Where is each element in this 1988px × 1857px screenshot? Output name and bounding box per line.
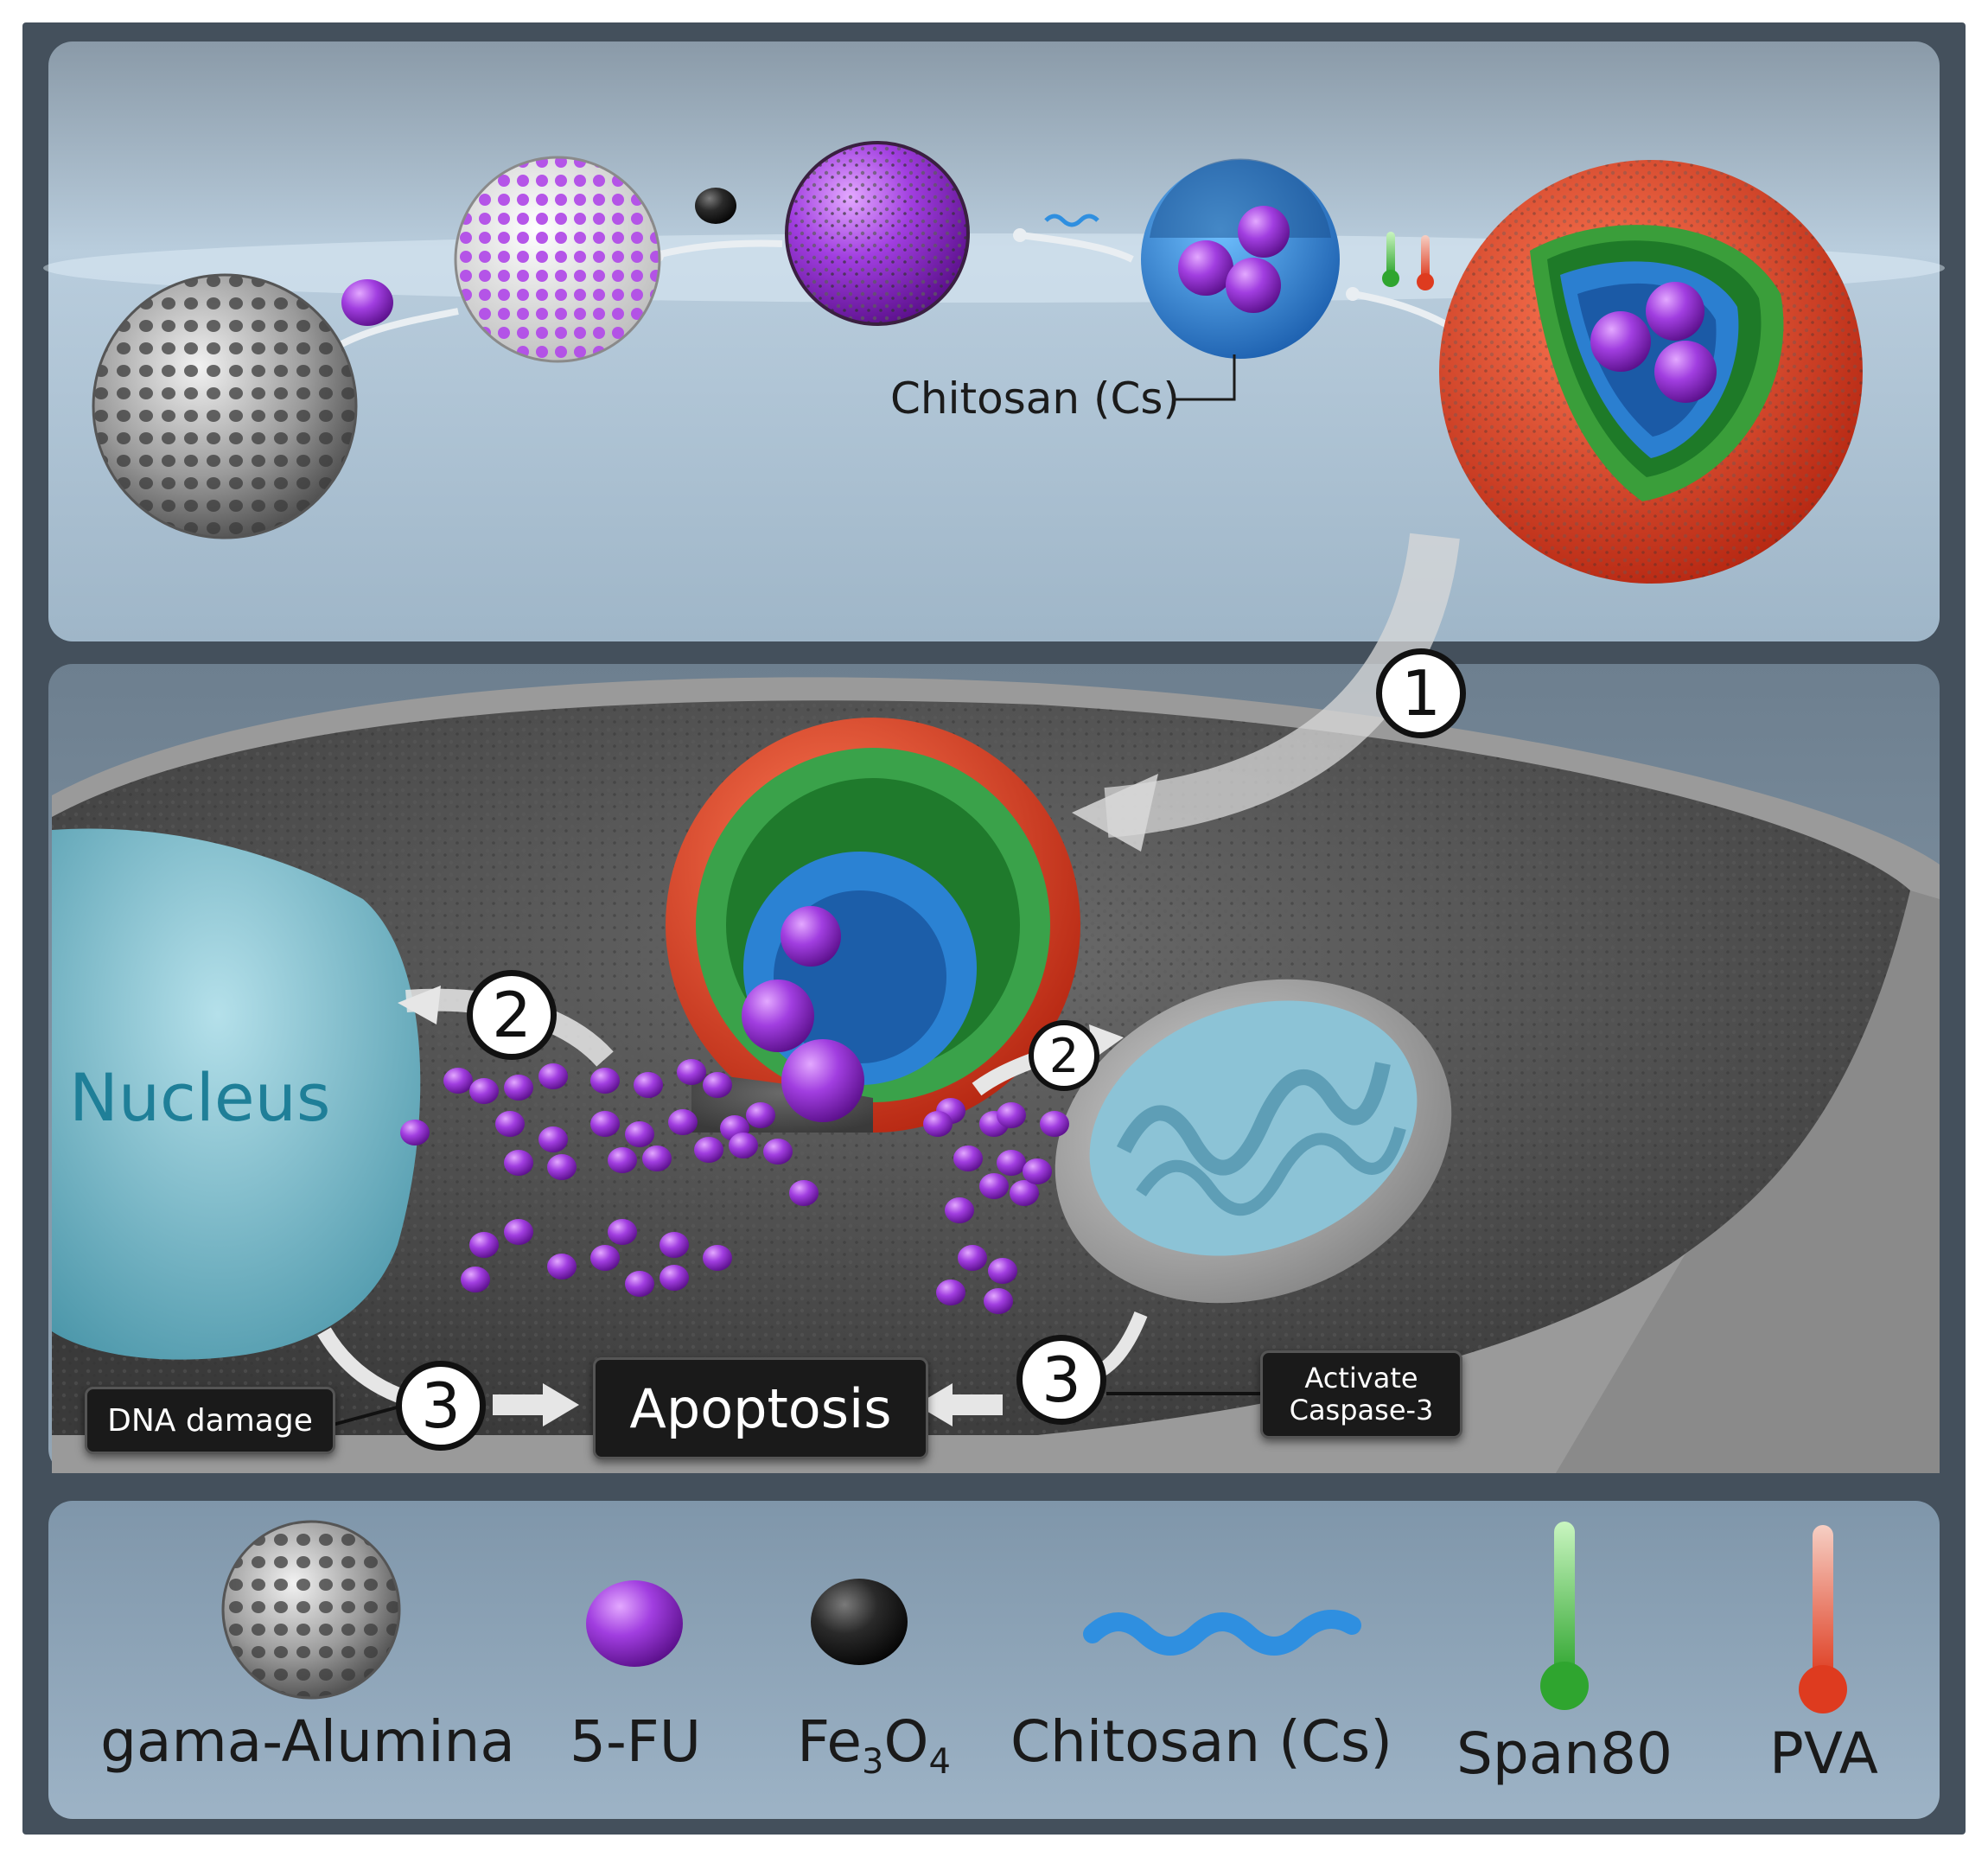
step-1-badge: 1 [1376, 648, 1466, 738]
drug-molecule [1010, 1180, 1039, 1206]
drug-molecule [789, 1180, 819, 1206]
drug-molecule [703, 1245, 732, 1271]
drug-molecule [936, 1279, 965, 1305]
drug-molecule [504, 1150, 533, 1176]
nucleus-label: Nucleus [69, 1059, 331, 1136]
alumina-particle [92, 273, 358, 539]
legend-fe3o4-label: Fe3O4 [774, 1708, 973, 1782]
drug-molecule [547, 1254, 577, 1279]
drug-molecule [703, 1072, 732, 1098]
mitochondrion [1055, 979, 1452, 1304]
caspase-line-2: Caspase-3 [1289, 1394, 1434, 1426]
legend-pva-label: PVA [1769, 1720, 1878, 1787]
legend-alumina-label: gama-Alumina [100, 1708, 515, 1775]
drug-loaded-particle [454, 156, 661, 363]
drug-molecule [979, 1173, 1009, 1199]
uptake-arrow [1104, 533, 1460, 838]
drug-molecule [590, 1111, 620, 1137]
legend-panel [48, 1501, 1940, 1819]
drug-molecule [953, 1145, 983, 1171]
drug-molecule [400, 1120, 430, 1145]
step-2-mito-badge: 2 [1029, 1020, 1099, 1091]
drug-molecule [945, 1197, 974, 1223]
drug-molecule [538, 1063, 568, 1089]
caspase-line-1: Activate [1304, 1362, 1418, 1395]
legend-pva-icon [1799, 1525, 1847, 1713]
dna-damage-box: DNA damage [85, 1387, 335, 1454]
step-3-left-badge: 3 [396, 1361, 486, 1451]
released-drug-molecules [400, 1059, 1069, 1314]
legend-5fu-label: 5-FU [569, 1708, 702, 1775]
chitosan-strand [1044, 214, 1099, 227]
drug-molecule [763, 1139, 793, 1165]
chitosan-callout-line [1176, 354, 1236, 401]
drug-molecule [341, 279, 393, 326]
drug-molecule [504, 1075, 533, 1101]
chitosan-callout: Chitosan (Cs) [890, 373, 1180, 424]
drug-molecule [1023, 1158, 1052, 1184]
drug-molecule [729, 1133, 758, 1158]
drug-molecule [443, 1068, 473, 1094]
step-3-right-badge: 3 [1016, 1335, 1106, 1425]
fe3o4-coated-particle [785, 141, 970, 326]
nucleus [52, 828, 421, 1360]
legend-5fu-icon [586, 1580, 683, 1667]
fe3o4-molecule [695, 188, 736, 224]
drug-molecule [923, 1111, 953, 1137]
caspase-box: Activate Caspase-3 [1260, 1350, 1462, 1439]
drug-molecule [469, 1078, 499, 1104]
drug-molecule [625, 1271, 654, 1297]
niosome-carrier [1439, 160, 1863, 584]
drug-molecule [608, 1219, 637, 1245]
drug-molecule [997, 1102, 1026, 1128]
niosome-in-cell [666, 718, 1080, 1133]
drug-molecule [547, 1154, 577, 1180]
drug-molecule [659, 1232, 689, 1258]
step-2-nucleus-badge: 2 [467, 970, 557, 1060]
drug-molecule [590, 1245, 620, 1271]
legend-o-text: O [883, 1708, 929, 1775]
legend-fe-sub: 3 [862, 1742, 884, 1783]
drug-molecule [504, 1219, 533, 1245]
drug-molecule [608, 1147, 637, 1173]
chitosan-coated-particle [1141, 158, 1340, 359]
legend-alumina-icon [221, 1520, 401, 1700]
drug-molecule [694, 1137, 723, 1163]
drug-molecule [642, 1145, 672, 1171]
drug-molecule [988, 1258, 1017, 1284]
drug-molecule [495, 1111, 525, 1137]
drug-molecule [469, 1232, 499, 1258]
drug-molecule [668, 1109, 698, 1135]
drug-molecule [461, 1267, 490, 1292]
legend-chitosan-icon [1083, 1610, 1361, 1656]
drug-molecule [1040, 1111, 1069, 1137]
legend-o-sub: 4 [928, 1742, 951, 1783]
apoptosis-box: Apoptosis [593, 1357, 928, 1459]
drug-molecule [538, 1126, 568, 1152]
legend-chitosan-label: Chitosan (Cs) [1010, 1708, 1393, 1775]
drug-molecule [997, 1150, 1026, 1176]
drug-molecule [677, 1059, 706, 1085]
legend-span80-label: Span80 [1456, 1720, 1673, 1787]
legend-span80-icon [1540, 1522, 1589, 1710]
drug-molecule [634, 1072, 663, 1098]
drug-molecule [590, 1068, 620, 1094]
legend-fe3o4-icon [811, 1579, 908, 1665]
drug-molecule [625, 1121, 654, 1147]
surfactant-icons [1382, 232, 1434, 290]
drug-molecule [984, 1288, 1013, 1314]
drug-molecule [659, 1265, 689, 1291]
drug-molecule [958, 1245, 987, 1271]
legend-fe-text: Fe [797, 1708, 863, 1775]
drug-molecule [746, 1102, 775, 1128]
